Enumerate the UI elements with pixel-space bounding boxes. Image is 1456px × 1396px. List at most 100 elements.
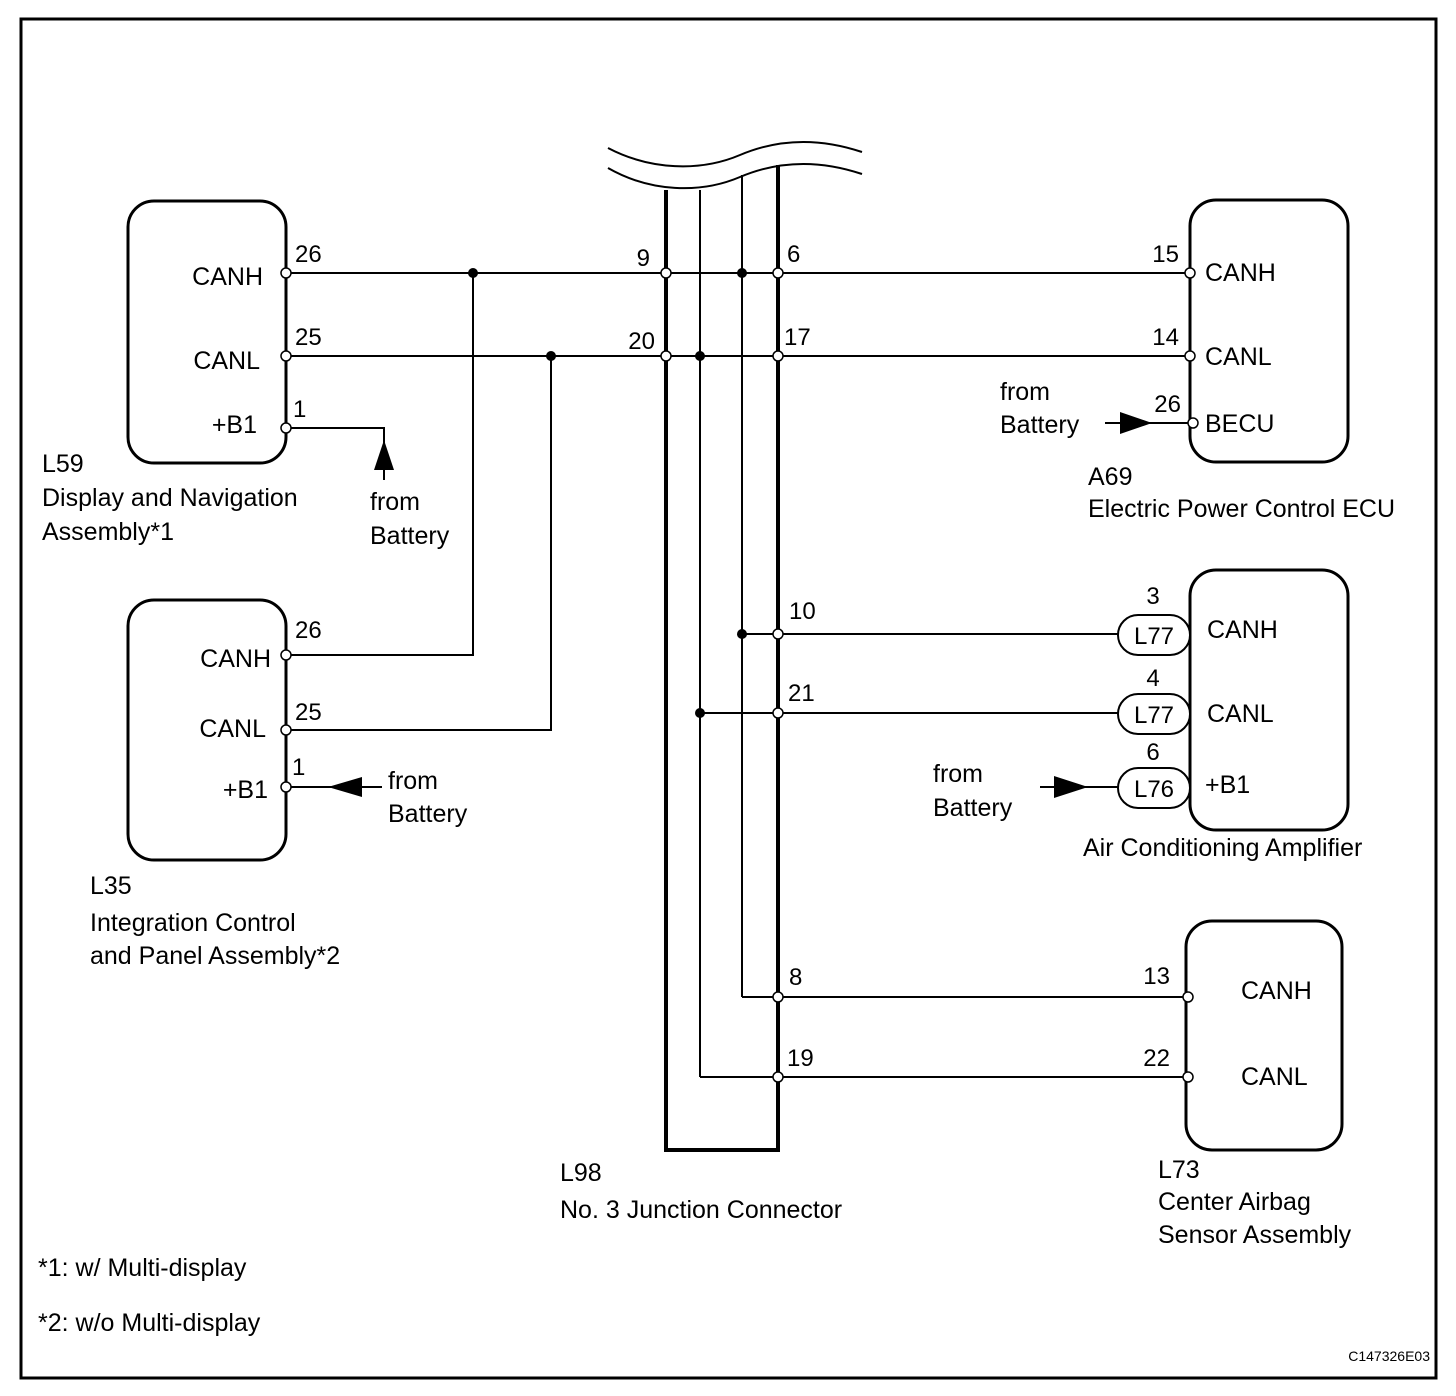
l73-pin-canl: 22 — [1143, 1045, 1170, 1072]
terminal — [280, 267, 292, 279]
terminal — [772, 1071, 784, 1083]
ac-pin-canh: 3 — [1146, 583, 1159, 610]
terminal — [280, 781, 292, 793]
splice-dot — [546, 351, 556, 361]
l35-canh-label: CANH — [200, 645, 271, 673]
l59-canl-label: CANL — [193, 347, 260, 375]
splice-dot — [737, 268, 747, 278]
l59-power-from: from — [370, 488, 420, 516]
l59-canh-label: CANH — [192, 263, 263, 291]
a69-becu-label: BECU — [1205, 410, 1274, 438]
ac-canh-label: CANH — [1207, 616, 1278, 644]
l98-pin-17: 17 — [784, 324, 811, 351]
l73-name-line-1: Center Airbag — [1158, 1188, 1311, 1216]
l35-b1-label: +B1 — [223, 776, 268, 804]
terminal — [280, 724, 292, 736]
l35-pin-b1: 1 — [292, 754, 305, 781]
junction-outline — [664, 165, 780, 1152]
terminal — [772, 267, 784, 279]
terminal — [1182, 1071, 1194, 1083]
terminal — [772, 350, 784, 362]
terminal — [280, 649, 292, 661]
ac-b1-label: +B1 — [1205, 771, 1250, 799]
terminal — [1184, 267, 1196, 279]
l98-pin-19: 19 — [787, 1045, 814, 1072]
terminal — [772, 628, 784, 640]
l98-pin-8: 8 — [789, 964, 802, 991]
terminal — [280, 350, 292, 362]
arrow-right-icon — [1054, 776, 1088, 798]
ac-power-battery: Battery — [933, 794, 1013, 822]
l73-code: L73 — [1158, 1156, 1200, 1184]
ac-pin-canl: 4 — [1146, 665, 1159, 692]
ac-connector-canh: L77 — [1134, 623, 1174, 650]
break-symbol-top — [607, 140, 863, 168]
wire-canh-l35 — [286, 273, 474, 656]
terminal — [660, 350, 672, 362]
l59-pin-canh: 26 — [295, 241, 322, 268]
l59-pin-b1: 1 — [293, 396, 306, 423]
component-box-a69 — [1188, 198, 1350, 464]
arrow-right-icon — [1120, 412, 1152, 434]
terminal — [772, 991, 784, 1003]
connector-capsule — [1117, 693, 1191, 735]
l59-b1-label: +B1 — [212, 411, 257, 439]
l35-name-line-1: Integration Control — [90, 909, 296, 937]
l73-canl-label: CANL — [1241, 1063, 1308, 1091]
footnote-1: *1: w/ Multi-display — [38, 1254, 247, 1282]
terminal — [1184, 350, 1196, 362]
splice-dot — [468, 268, 478, 278]
l98-pin-9: 9 — [637, 245, 650, 272]
terminal — [660, 267, 672, 279]
a69-power-battery: Battery — [1000, 411, 1080, 439]
l35-code: L35 — [90, 872, 132, 900]
splice-dot — [695, 708, 705, 718]
arrow-left-icon — [328, 777, 362, 797]
ac-canl-label: CANL — [1207, 700, 1274, 728]
junction-connector-l98 — [607, 140, 863, 1152]
l35-power-from: from — [388, 767, 438, 795]
l59-power-battery: Battery — [370, 522, 450, 550]
a69-canl-label: CANL — [1205, 343, 1272, 371]
l73-canh-label: CANH — [1241, 977, 1312, 1005]
connector-capsule — [1117, 614, 1191, 656]
component-box-l59 — [126, 199, 288, 465]
a69-pin-canl: 14 — [1152, 324, 1179, 351]
break-symbol-bottom — [607, 162, 863, 190]
a69-power-from: from — [1000, 378, 1050, 406]
arrow-up-icon — [374, 440, 394, 470]
l59-pin-canl: 25 — [295, 324, 322, 351]
ac-connector-b1: L76 — [1134, 776, 1174, 803]
ac-power-from: from — [933, 760, 983, 788]
component-box-l73 — [1184, 919, 1344, 1152]
splice-dot — [737, 629, 747, 639]
terminal — [280, 422, 292, 434]
terminal — [772, 707, 784, 719]
l35-pin-canl: 25 — [295, 699, 322, 726]
diagram-frame — [19, 17, 1438, 1380]
l59-code: L59 — [42, 450, 84, 478]
terminal — [1187, 417, 1199, 429]
l98-pin-6: 6 — [787, 241, 800, 268]
l35-power-battery: Battery — [388, 800, 468, 828]
l98-code: L98 — [560, 1159, 602, 1187]
l98-pin-21: 21 — [788, 680, 815, 707]
a69-code: A69 — [1088, 463, 1132, 491]
ac-pin-b1: 6 — [1146, 739, 1159, 766]
l98-pin-20: 20 — [628, 328, 655, 355]
a69-pin-canh: 15 — [1152, 241, 1179, 268]
l35-canl-label: CANL — [199, 715, 266, 743]
wire-l59-b1 — [286, 427, 385, 480]
component-box-ac — [1188, 568, 1350, 832]
l35-pin-canh: 26 — [295, 617, 322, 644]
l73-pin-canh: 13 — [1143, 963, 1170, 990]
l73-name-line-2: Sensor Assembly — [1158, 1221, 1352, 1249]
splice-dot — [695, 351, 705, 361]
figure-id: C147326E03 — [1348, 1348, 1430, 1364]
a69-pin-becu: 26 — [1154, 391, 1181, 418]
l98-pin-10: 10 — [789, 598, 816, 625]
l35-name-line-2: and Panel Assembly*2 — [90, 942, 340, 970]
connector-capsule — [1117, 767, 1191, 809]
a69-name: Electric Power Control ECU — [1088, 495, 1395, 523]
